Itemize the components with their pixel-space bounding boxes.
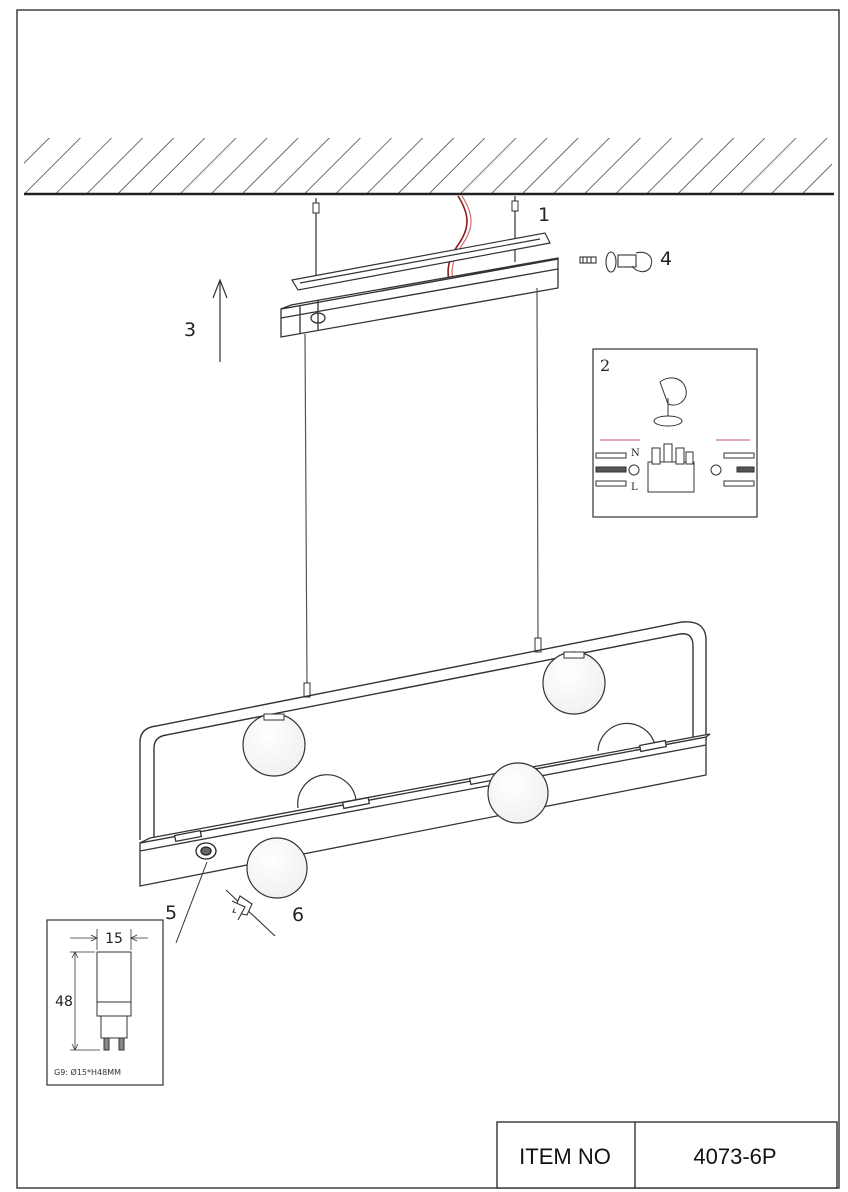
title-block: ITEM NO 4073-6P — [496, 1121, 838, 1189]
globe-front-left — [246, 837, 308, 899]
light-bar — [139, 733, 711, 887]
item-no-value: 4073-6P — [693, 1144, 776, 1169]
wiring-inset: 2 N L — [592, 348, 758, 518]
globe-front-center — [487, 762, 549, 824]
bulb-spec-text: G9: Ø15*H48MM — [54, 1067, 121, 1077]
page-border — [16, 9, 840, 1189]
bulb-height-value: 48 — [55, 994, 73, 1010]
screwdriver-icon — [225, 889, 276, 937]
ceiling-screw-left — [312, 198, 320, 278]
ceiling-screw-right — [511, 196, 519, 262]
ceiling — [24, 138, 834, 196]
callout-6: 6 — [292, 904, 304, 926]
globe-under-left — [297, 774, 357, 809]
bulb-spec-inset: 15 48 G9: Ø15*H48MM — [46, 919, 164, 1086]
lift-arrow — [212, 278, 228, 362]
globe-under-right — [597, 722, 656, 752]
callout-3: 3 — [184, 319, 196, 341]
callout-4: 4 — [660, 248, 672, 270]
bulb-width-value: 15 — [105, 931, 123, 947]
globe-back-right — [542, 651, 606, 715]
inset-number: 2 — [600, 356, 610, 375]
canopy — [280, 257, 559, 338]
callout-1: 1 — [538, 204, 550, 226]
suspension-wire-right — [536, 287, 539, 641]
neutral-label: N — [631, 448, 640, 459]
bulb-socket — [195, 842, 217, 860]
mounting-bracket — [291, 232, 551, 291]
screw-and-nut — [579, 251, 653, 273]
live-label: L — [631, 482, 638, 493]
suspension-wire-left — [304, 333, 308, 686]
callout-5: 5 — [165, 902, 177, 924]
lamp-frame — [139, 621, 707, 840]
globe-back-left — [242, 713, 306, 777]
item-no-label: ITEM NO — [519, 1144, 611, 1169]
